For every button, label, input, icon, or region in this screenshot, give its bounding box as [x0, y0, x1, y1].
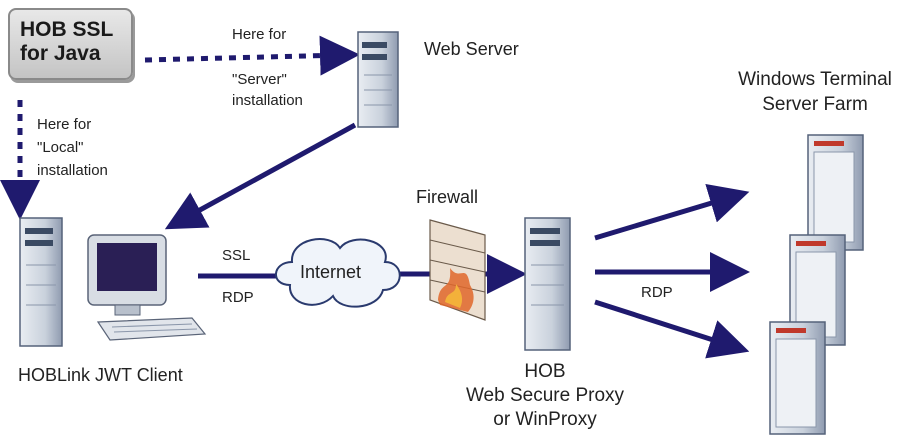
badge-line-2: for Java — [20, 42, 101, 66]
local-install-line-1: Here for — [37, 116, 92, 133]
local-install-line-2: "Local" — [37, 139, 84, 156]
ssl-label: SSL — [222, 247, 251, 264]
server-install-line-3: installation — [232, 92, 303, 109]
proxy-to-farm-arrow-top — [594, 184, 750, 241]
webserver-to-client-arrow — [164, 122, 357, 230]
server-install-arrow — [144, 35, 360, 76]
proxy-label-line-3: or WinProxy — [493, 409, 597, 430]
rdp-label-left: RDP — [222, 289, 254, 306]
internet-cloud — [275, 238, 401, 308]
local-install-line-3: installation — [37, 162, 108, 179]
firewall-icon — [429, 219, 486, 321]
badge-line-1: HOB SSL — [20, 18, 114, 41]
rdp-label-right: RDP — [641, 284, 673, 301]
farm-server-1-icon — [807, 134, 864, 251]
firewall-label: Firewall — [416, 187, 479, 207]
proxy-to-farm-arrow-bottom — [594, 299, 750, 359]
farm-label-line-2: Server Farm — [762, 94, 868, 115]
internet-label: Internet — [300, 262, 362, 282]
server-install-line-1: Here for — [232, 26, 287, 43]
web-server-icon — [357, 31, 399, 128]
proxy-label-line-1: HOB — [524, 361, 566, 382]
proxy-server-icon — [524, 217, 571, 351]
client-workstation-icon — [19, 217, 207, 347]
farm-label-line-1: Windows Terminal — [738, 69, 892, 90]
server-install-line-2: "Server" — [232, 71, 287, 88]
farm-server-3-icon — [769, 321, 826, 435]
hob-ssl-badge: HOB SSL for Java — [8, 8, 133, 80]
client-label: HOBLink JWT Client — [18, 365, 183, 385]
web-server-label: Web Server — [424, 39, 519, 59]
proxy-label-line-2: Web Secure Proxy — [465, 385, 625, 406]
